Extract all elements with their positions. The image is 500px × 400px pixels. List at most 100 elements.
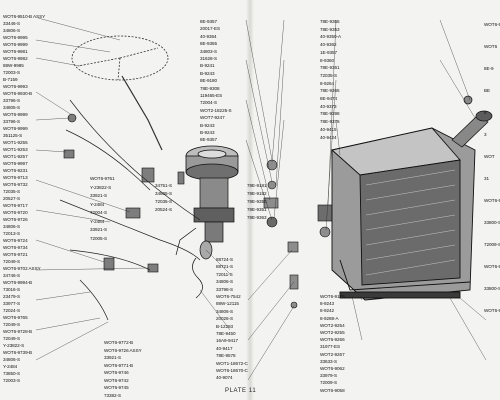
part-number-label: WOT2-9255 bbox=[320, 330, 345, 335]
part-number-label: 8E-9180 bbox=[200, 78, 218, 84]
part-number-label: 40-9415 bbox=[320, 126, 337, 132]
part-number-label: 33921-S bbox=[104, 355, 122, 360]
part-number-label: B-9243 bbox=[200, 70, 215, 76]
part-number-label: 73850-S bbox=[3, 371, 21, 376]
part-number-label: WOT2-9254 bbox=[320, 322, 345, 328]
part-number-label: WOT6-9742 bbox=[104, 377, 129, 383]
part-number-label: 78E-9376 bbox=[320, 119, 340, 125]
part-number-label: WOT6-9732 bbox=[3, 182, 28, 187]
part-number-label: WOT6-9728-B bbox=[3, 329, 33, 334]
part-number-label: WOT6-9724 bbox=[3, 238, 28, 243]
part-number-label: 78E-9450 bbox=[216, 331, 236, 336]
part-number-label: 16A9-9417 bbox=[216, 338, 239, 344]
part-number-label: 78E-9182 bbox=[247, 191, 267, 196]
part-number-label: 72024-S bbox=[3, 308, 21, 313]
part-number-label: 72013-S bbox=[3, 231, 21, 236]
part-number-label: 72004-S bbox=[90, 210, 108, 215]
part-number-label: 351125-S bbox=[3, 133, 23, 138]
part-number-label: 40-9417 bbox=[216, 345, 233, 351]
part-number-label: 3 bbox=[484, 132, 487, 137]
part-number-label: 40-9364 bbox=[200, 33, 217, 39]
part-number-label: 31628-S bbox=[200, 56, 218, 61]
part-number-label: 33796-S bbox=[3, 119, 21, 124]
part-number-label: WOT2-9267 bbox=[320, 351, 345, 357]
part-number-label: B-9243 bbox=[200, 130, 215, 135]
part-number-label: Y-2484 bbox=[90, 201, 105, 207]
part-number-label: WOT6-9993 bbox=[3, 84, 28, 89]
part-number-label: B-9243 bbox=[200, 122, 215, 128]
part-number-label: 73382-S bbox=[104, 392, 122, 398]
part-number-label: WOT6-9772-B bbox=[104, 340, 134, 345]
part-number-label: 72035-S bbox=[155, 199, 173, 204]
throttle-linkage-drawing bbox=[63, 113, 185, 273]
part-number-label: 78E-9361 bbox=[320, 65, 340, 71]
part-number-label: 34806-S bbox=[216, 308, 234, 314]
part-number-label: 72035-S bbox=[3, 189, 21, 194]
part-number-label: WOT6-9050 bbox=[484, 264, 500, 269]
part-number-label: WOT6-9765 bbox=[3, 315, 28, 320]
part-number-label: 33798-S bbox=[216, 286, 234, 292]
page-fold bbox=[246, 0, 254, 400]
part-number-label: 33979-S bbox=[320, 373, 338, 379]
fuel-tank-drawing bbox=[331, 127, 476, 301]
part-number-label: WOT6-9739-B bbox=[3, 350, 33, 355]
part-number-label: WOT6-9734 bbox=[3, 245, 28, 250]
part-number-label: 72004-S bbox=[200, 100, 218, 106]
part-number-label: WOT6-9982 bbox=[3, 56, 28, 61]
part-number-label: WOT6-9721 bbox=[3, 252, 28, 257]
part-number-label: 34805-S bbox=[155, 191, 173, 196]
part-number-label: 8 bbox=[484, 110, 487, 115]
part-number-label: B-7159 bbox=[3, 77, 18, 82]
part-number-label: 78E-9363 bbox=[247, 215, 267, 220]
part-number-label: 34803-S bbox=[200, 48, 218, 54]
part-number-label: 8E-9357 bbox=[200, 19, 218, 24]
part-number-label: WOT6-9981 bbox=[3, 49, 28, 54]
part-number-label: WOT6-9994-B bbox=[3, 280, 33, 285]
part-number-label: 33977-S bbox=[3, 301, 21, 306]
part-number-label: Y-23822-S bbox=[90, 184, 112, 190]
control-cables-drawing bbox=[59, 99, 201, 321]
part-number-label: 33921-S bbox=[90, 227, 108, 232]
part-number-label: 20017-ES bbox=[200, 26, 221, 32]
part-number-label: WOT6 bbox=[484, 44, 498, 49]
plate-caption: PLATE 11 bbox=[225, 388, 257, 394]
part-number-label: WOT6-9 bbox=[484, 22, 500, 27]
part-number-label: 8-9360 bbox=[320, 57, 335, 63]
part-number-label: B-12293 bbox=[216, 323, 234, 329]
part-number-label: 78E-9181 bbox=[247, 183, 267, 188]
part-number-label: 72035-S bbox=[320, 72, 338, 78]
part-number-label: WOT6-9510-B ASSY bbox=[3, 14, 46, 19]
part-number-label: 73016-S bbox=[3, 287, 21, 292]
part-number-label: 78E-9578 bbox=[216, 353, 236, 359]
part-number-label: 34806-S bbox=[3, 357, 21, 362]
part-number-label: 88W-12115 bbox=[216, 301, 239, 307]
part-number-label: 34751-S bbox=[155, 183, 173, 188]
part-number-label: 8-9242 bbox=[320, 308, 335, 314]
part-number-label: 72049-S bbox=[3, 322, 21, 327]
part-number-label: WOT6-9726 bbox=[3, 217, 28, 222]
part-number-label: 31977-ES bbox=[320, 344, 341, 350]
part-number-label: 72003-S bbox=[3, 70, 21, 75]
part-number-label: WOT6-9231 bbox=[3, 168, 28, 173]
part-number-label: 8E-9 bbox=[484, 66, 494, 71]
part-number-label: WOT6-9999 bbox=[3, 42, 28, 47]
part-number-label: 72005-S bbox=[90, 235, 108, 241]
part-number-label: BE bbox=[484, 88, 491, 93]
part-number-label: WOT6-9125 bbox=[320, 294, 345, 299]
part-number-label: WOT6-9930-B bbox=[3, 91, 33, 96]
part-number-label: 20527-S bbox=[3, 196, 21, 201]
air-cleaner-drawing bbox=[185, 145, 239, 181]
part-number-label: WOT6-9007 bbox=[484, 198, 500, 203]
part-number-label: 78E-9365 bbox=[320, 88, 340, 94]
part-number-label: WOT6-9720 bbox=[3, 210, 28, 215]
part-number-label: Y-23822-S bbox=[3, 343, 25, 348]
part-number-label: 40-9074 bbox=[216, 375, 233, 381]
part-number-label: WOT7-9247 bbox=[200, 115, 225, 121]
filler-neck-drawing bbox=[451, 95, 493, 148]
part-number-label: 78E-9350 bbox=[247, 199, 267, 204]
part-number-label: WOT6-9702 ASSY bbox=[3, 266, 41, 271]
left-leader-lines bbox=[35, 17, 149, 361]
part-number-label: WOT1-9253 bbox=[3, 147, 28, 152]
part-number-label: 33921-S bbox=[90, 193, 108, 198]
